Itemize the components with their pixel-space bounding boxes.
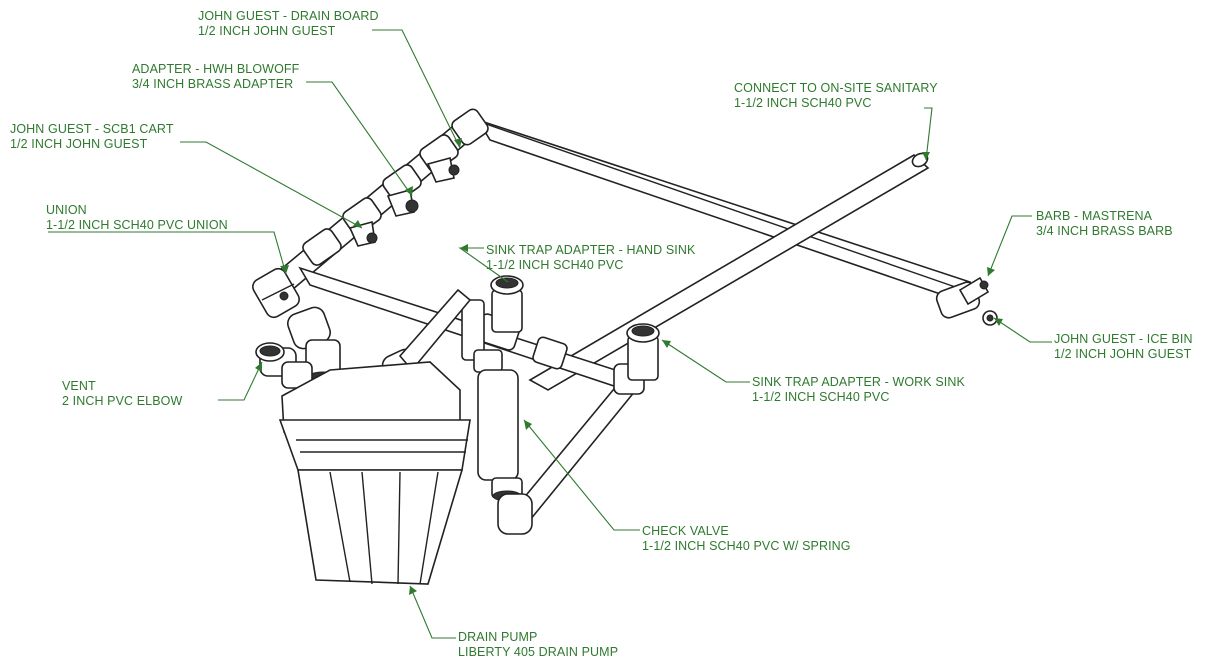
label-work-sink-line1: SINK TRAP ADAPTER - WORK SINK bbox=[752, 375, 965, 390]
label-drain-board: JOHN GUEST - DRAIN BOARD 1/2 INCH JOHN G… bbox=[198, 9, 379, 38]
label-hwh-blowoff: ADAPTER - HWH BLOWOFF 3/4 INCH BRASS ADA… bbox=[132, 62, 299, 91]
label-drain-board-line1: JOHN GUEST - DRAIN BOARD bbox=[198, 9, 379, 24]
drain-pump bbox=[280, 362, 470, 584]
label-hand-sink: SINK TRAP ADAPTER - HAND SINK 1-1/2 INCH… bbox=[486, 243, 695, 272]
label-ice-bin: JOHN GUEST - ICE BIN 1/2 INCH JOHN GUEST bbox=[1054, 332, 1193, 361]
label-barb-mastrena-line2: 3/4 INCH BRASS BARB bbox=[1036, 224, 1173, 239]
label-drain-pump-line2: LIBERTY 405 DRAIN PUMP bbox=[458, 645, 618, 659]
label-union-line1: UNION bbox=[46, 203, 228, 218]
label-scb1-cart: JOHN GUEST - SCB1 CART 1/2 INCH JOHN GUE… bbox=[10, 122, 174, 151]
label-check-valve-line1: CHECK VALVE bbox=[642, 524, 851, 539]
label-hwh-blowoff-line2: 3/4 INCH BRASS ADAPTER bbox=[132, 77, 299, 92]
label-on-site-sanitary: CONNECT TO ON-SITE SANITARY 1-1/2 INCH S… bbox=[734, 81, 938, 110]
label-scb1-cart-line2: 1/2 INCH JOHN GUEST bbox=[10, 137, 174, 152]
label-drain-pump: DRAIN PUMP LIBERTY 405 DRAIN PUMP bbox=[458, 630, 618, 659]
label-ice-bin-line2: 1/2 INCH JOHN GUEST bbox=[1054, 347, 1193, 362]
leader-lines bbox=[48, 30, 1052, 638]
label-barb-mastrena: BARB - MASTRENA 3/4 INCH BRASS BARB bbox=[1036, 209, 1173, 238]
label-drain-board-line2: 1/2 INCH JOHN GUEST bbox=[198, 24, 379, 39]
label-vent-line2: 2 INCH PVC ELBOW bbox=[62, 394, 182, 409]
label-hand-sink-line2: 1-1/2 INCH SCH40 PVC bbox=[486, 258, 695, 273]
work-sink-adapter bbox=[627, 324, 659, 380]
label-hwh-blowoff-line1: ADAPTER - HWH BLOWOFF bbox=[132, 62, 299, 77]
label-check-valve-line2: 1-1/2 INCH SCH40 PVC W/ SPRING bbox=[642, 539, 851, 554]
label-scb1-cart-line1: JOHN GUEST - SCB1 CART bbox=[10, 122, 174, 137]
vent-elbow bbox=[256, 343, 312, 388]
label-hand-sink-line1: SINK TRAP ADAPTER - HAND SINK bbox=[486, 243, 695, 258]
label-on-site-sanitary-line1: CONNECT TO ON-SITE SANITARY bbox=[734, 81, 938, 96]
label-check-valve: CHECK VALVE 1-1/2 INCH SCH40 PVC W/ SPRI… bbox=[642, 524, 851, 553]
label-drain-pump-line1: DRAIN PUMP bbox=[458, 630, 618, 645]
label-union-line2: 1-1/2 INCH SCH40 PVC UNION bbox=[46, 218, 228, 233]
label-union: UNION 1-1/2 INCH SCH40 PVC UNION bbox=[46, 203, 228, 232]
label-vent-line1: VENT bbox=[62, 379, 182, 394]
label-vent: VENT 2 INCH PVC ELBOW bbox=[62, 379, 182, 408]
label-on-site-sanitary-line2: 1-1/2 INCH SCH40 PVC bbox=[734, 96, 938, 111]
hand-sink-adapter bbox=[491, 276, 523, 332]
label-work-sink: SINK TRAP ADAPTER - WORK SINK 1-1/2 INCH… bbox=[752, 375, 965, 404]
label-work-sink-line2: 1-1/2 INCH SCH40 PVC bbox=[752, 390, 965, 405]
label-barb-mastrena-line1: BARB - MASTRENA bbox=[1036, 209, 1173, 224]
label-ice-bin-line1: JOHN GUEST - ICE BIN bbox=[1054, 332, 1193, 347]
